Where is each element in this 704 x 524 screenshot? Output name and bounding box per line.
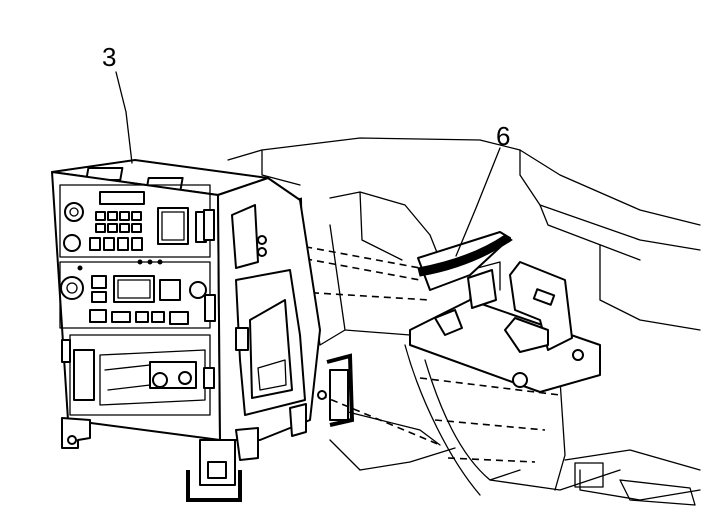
- radio-assembly: [51, 159, 327, 486]
- callout-3-label: 3: [102, 42, 116, 72]
- mounting-bracket: [409, 231, 601, 393]
- dashboard-structure: [227, 137, 701, 506]
- callout-3-leader: [115, 71, 133, 164]
- callout-6-label: 6: [496, 121, 510, 151]
- callout-6-leader: [455, 147, 501, 257]
